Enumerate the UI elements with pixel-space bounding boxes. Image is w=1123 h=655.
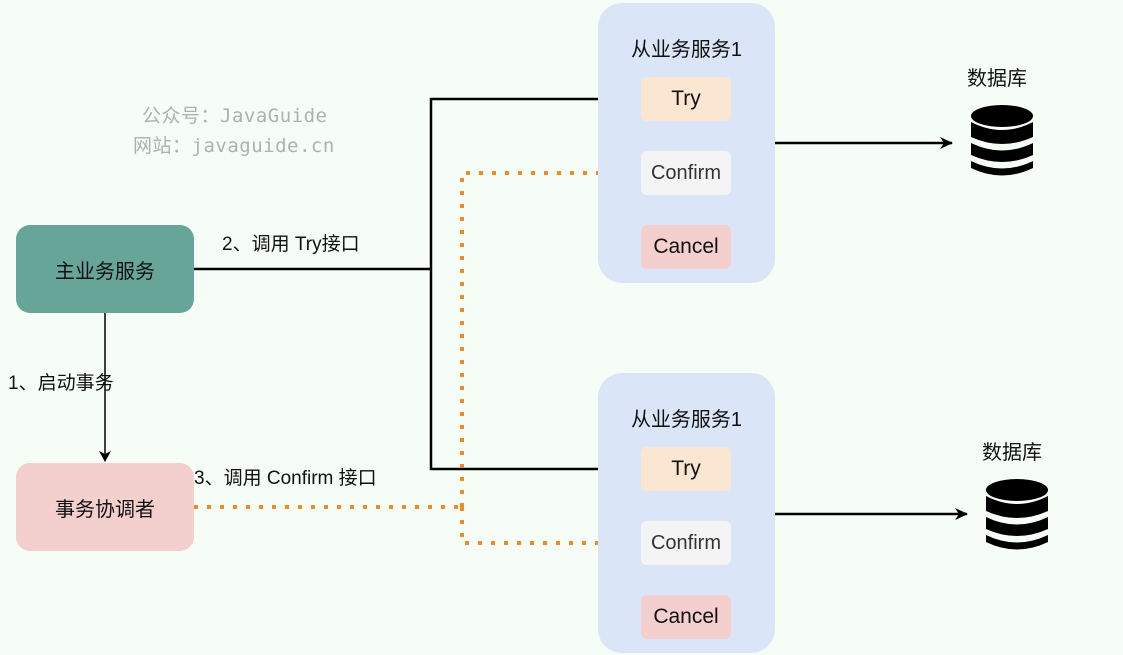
sub-service-1-container[interactable]: 从业务服务1 Try Confirm Cancel [598,3,775,283]
sub-service-2-cancel[interactable]: Cancel [641,595,731,639]
edge-try-service2 [429,269,641,475]
edge-try-service1 [429,93,641,269]
watermark-website: 网站：javaguide.cn [133,135,335,157]
database-2-label: 数据库 [982,442,1042,464]
main-service-label: 主业务服务 [55,260,155,283]
sub-service-2-title: 从业务服务1 [630,409,743,431]
database-1-icon[interactable] [970,105,1034,179]
sub-service-1-title: 从业务服务1 [630,39,743,61]
coordinator-node[interactable]: 事务协调者 [16,463,194,551]
step3-label: 3、调用 Confirm 接口 [194,468,377,489]
watermark-wechat: 公众号：JavaGuide [142,105,328,127]
sub-service-2-container[interactable]: 从业务服务1 Try Confirm Cancel [598,373,775,653]
main-service-node[interactable]: 主业务服务 [16,225,194,313]
sub-service-2-try[interactable]: Try [641,447,731,491]
sub-service-2-confirm[interactable]: Confirm [641,521,731,565]
coordinator-label: 事务协调者 [55,498,155,521]
database-2-icon[interactable] [985,479,1049,553]
step2-label: 2、调用 Try接口 [222,234,360,255]
database-1-label: 数据库 [967,68,1027,90]
step1-label: 1、启动事务 [8,373,114,394]
sub-service-1-confirm[interactable]: Confirm [641,151,731,195]
sub-service-1-cancel[interactable]: Cancel [641,225,731,269]
sub-service-1-try[interactable]: Try [641,77,731,121]
